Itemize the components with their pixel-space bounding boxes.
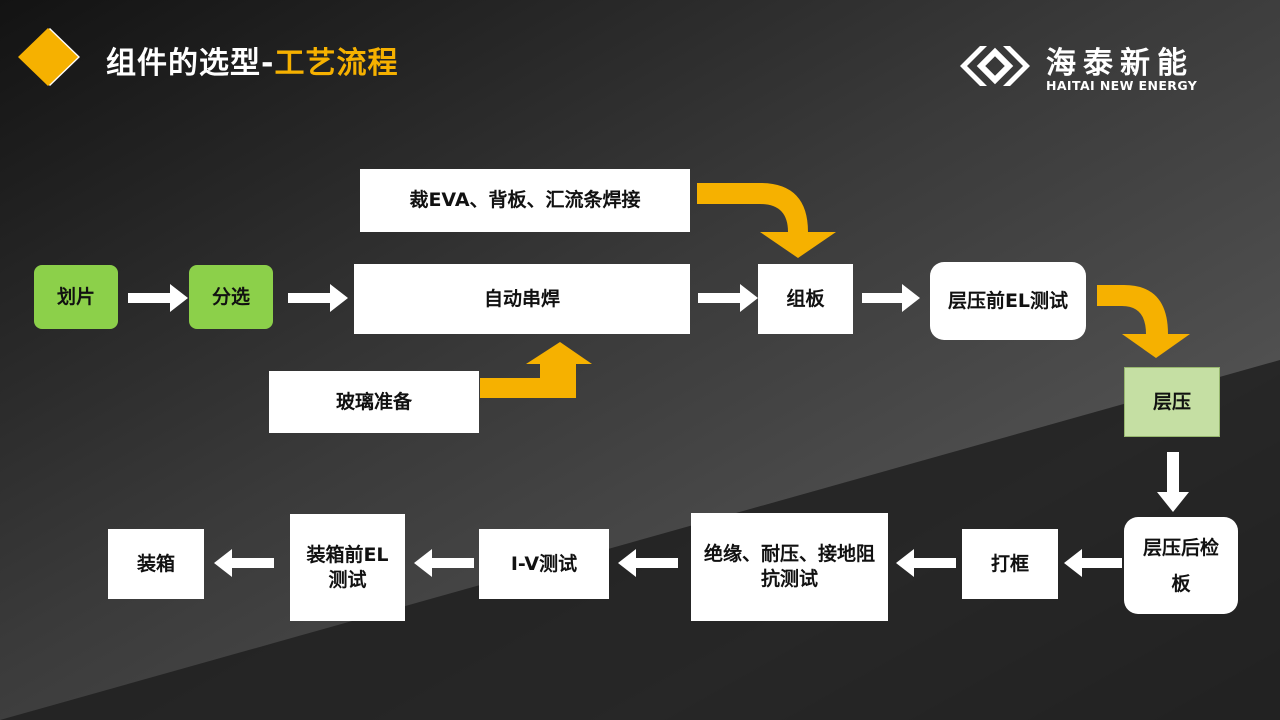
brand-name: 海泰新能 (1046, 46, 1194, 81)
page-title: 组件的选型-工艺流程 (106, 38, 398, 82)
title-main: 组件的选型- (106, 46, 275, 81)
step-auto-stringing: 自动串焊 (354, 264, 690, 334)
step-glass-prep: 玻璃准备 (269, 371, 479, 433)
step-pre-lam-el-test: 层压前EL测试 (930, 262, 1086, 340)
step-sorting: 分选 (189, 265, 273, 329)
step-post-lam-inspection: 层压后检板 (1124, 517, 1238, 614)
title-diamond-icon (18, 28, 80, 86)
step-insulation-test: 绝缘、耐压、接地阻抗测试 (691, 513, 888, 621)
brand-name-en: HAITAI NEW ENERGY (1046, 78, 1198, 93)
brand-logo-icon (960, 46, 1030, 86)
step-slicing: 划片 (34, 265, 118, 329)
step-lamination: 层压 (1124, 367, 1220, 437)
step-iv-test: I-V测试 (479, 529, 609, 599)
step-packing: 装箱 (108, 529, 204, 599)
step-framing: 打框 (962, 529, 1058, 599)
step-pre-pack-el-test: 装箱前EL测试 (290, 514, 405, 621)
step-cut-eva-welding: 裁EVA、背板、汇流条焊接 (360, 169, 690, 232)
step-layup: 组板 (758, 264, 853, 334)
title-accent: 工艺流程 (274, 46, 399, 81)
